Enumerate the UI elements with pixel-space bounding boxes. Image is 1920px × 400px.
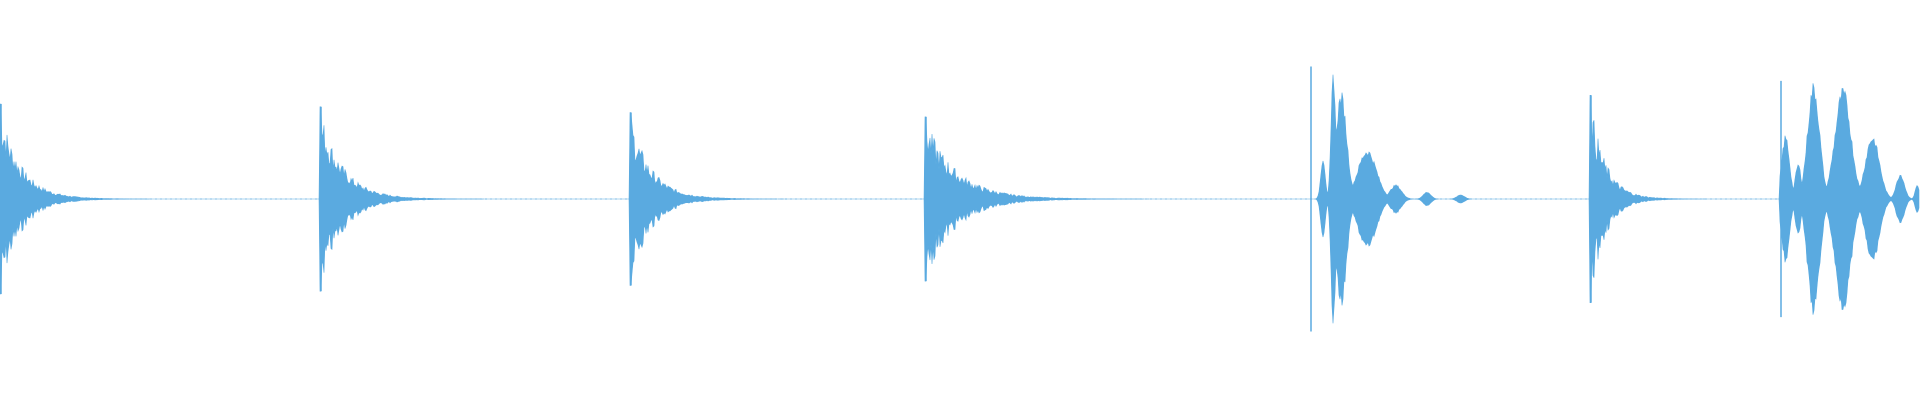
waveform-envelope bbox=[0, 74, 1920, 324]
